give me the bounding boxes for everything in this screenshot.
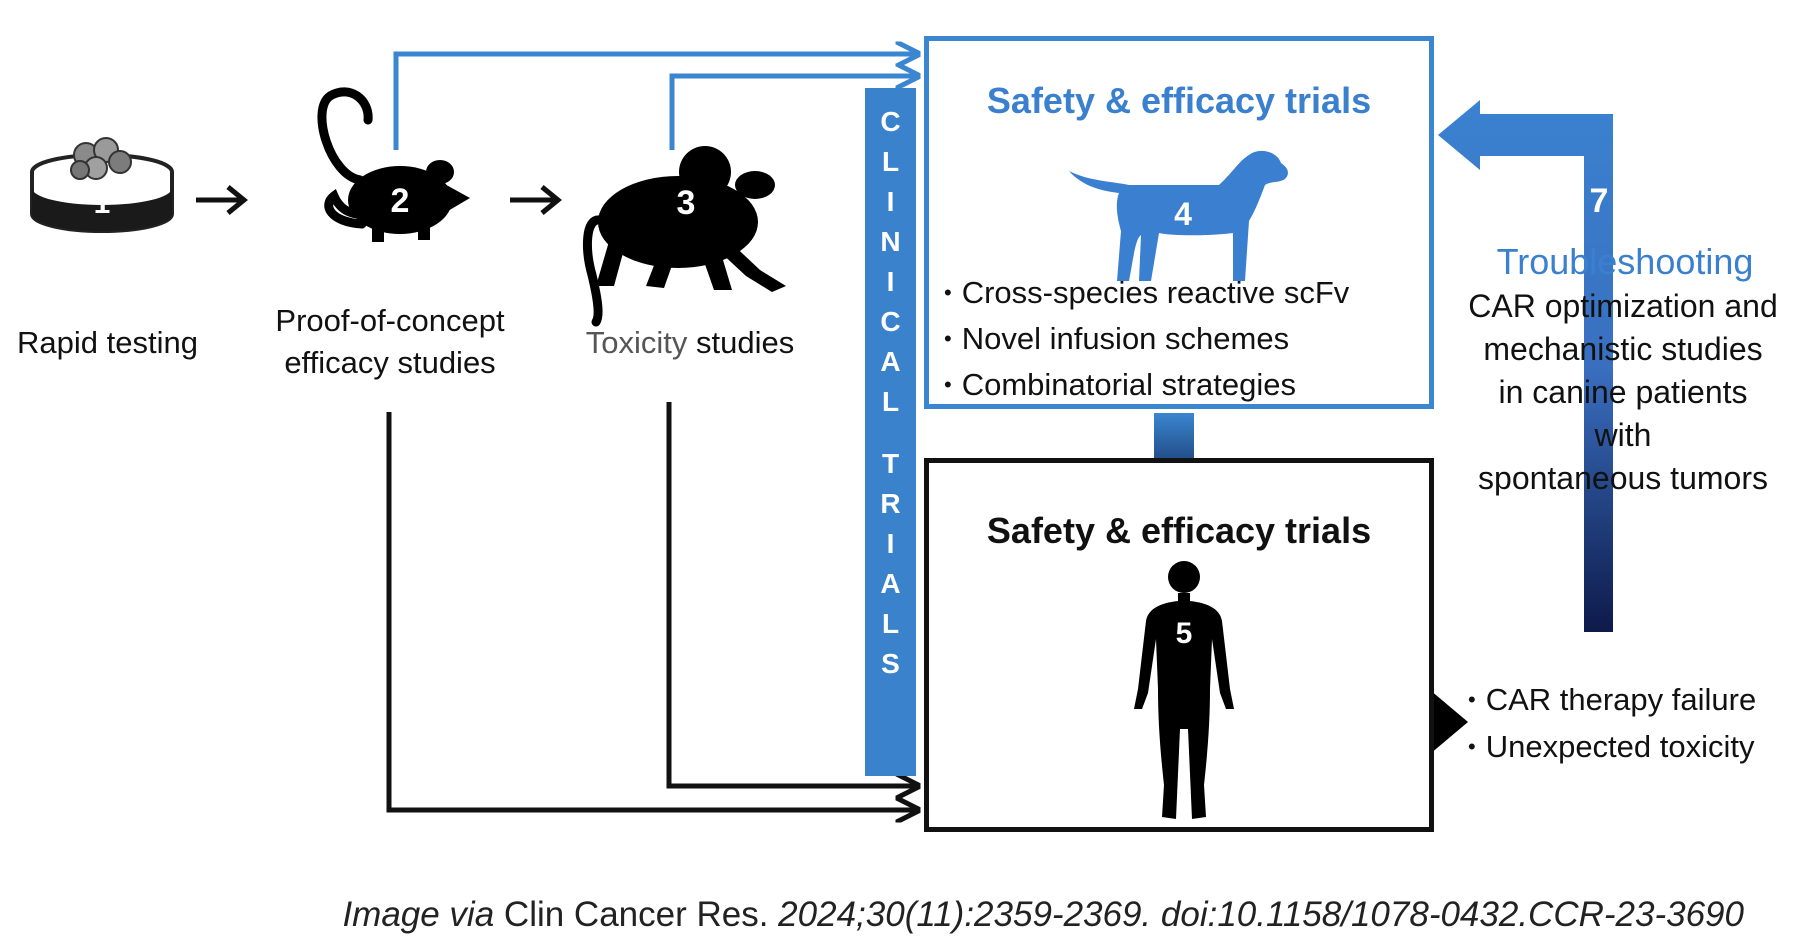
banner-letter: L	[881, 146, 900, 177]
banner-letter: I	[886, 266, 895, 297]
human-trials-box: Safety & efficacy trials 5	[924, 458, 1434, 832]
banner-letter: C	[880, 106, 901, 137]
monkey-icon	[583, 146, 786, 327]
mouse-icon	[317, 87, 470, 242]
banner-letter: T	[881, 448, 900, 479]
failure-outcome-2: Unexpected toxicity	[1468, 725, 1756, 772]
human-box-title: Safety & efficacy trials	[986, 510, 1372, 551]
troubleshooting-title: Troubleshooting	[1496, 241, 1754, 282]
banner-letter: R	[880, 488, 901, 519]
canine-trials-box: Safety & efficacy trials 4 Cross-species…	[924, 36, 1434, 409]
canine-box-title: Safety & efficacy trials	[986, 80, 1372, 121]
step1-label: Rapid testing	[17, 325, 198, 360]
banner-letter: N	[880, 226, 901, 257]
arrow-poc-to-canine	[393, 54, 918, 150]
banner-letter: L	[881, 386, 900, 417]
canine-bullet-3: Combinatorial strategies	[944, 363, 1349, 409]
banner-letter: L	[881, 608, 900, 639]
step-number-4: 4	[1174, 196, 1192, 232]
banner-letter: C	[880, 306, 901, 337]
step-number-3: 3	[677, 184, 696, 222]
step3-label-part1: Toxicity	[585, 325, 688, 360]
canine-bullet-2: Novel infusion schemes	[944, 317, 1349, 363]
dog-icon: 4	[1069, 150, 1288, 281]
arrow-step2-to-step3	[510, 185, 562, 215]
image-caption: Image via Clin Cancer Res. 2024;30(11):2…	[342, 895, 1744, 935]
caption-citation: 2024;30(11):2359-2369. doi:10.1158/1078-…	[778, 895, 1744, 934]
step7-badge: 7	[1590, 182, 1609, 220]
banner-letter: A	[880, 346, 901, 377]
arrow-feedback-7	[1438, 100, 1613, 632]
caption-prefix: Image via	[342, 895, 495, 934]
arrow-poc-to-human	[386, 412, 918, 810]
canine-bullet-1: Cross-species reactive scFv	[944, 271, 1350, 317]
arrow-tox-to-canine	[669, 76, 918, 150]
human-icon: 5	[1134, 561, 1234, 819]
petri-dish-icon	[30, 137, 174, 233]
failure-outcomes-list: CAR therapy failure Unexpected toxicity	[1468, 678, 1757, 772]
step-number-5: 5	[1176, 617, 1193, 650]
troubleshooting-body: CAR optimization and mechanistic studies…	[1468, 288, 1778, 496]
step-number-6: 6	[1405, 704, 1424, 742]
arrow-step1-to-step2	[196, 185, 248, 215]
canine-box-bullets: Cross-species reactive scFv Novel infusi…	[944, 271, 1350, 409]
step-number-7: 7	[1590, 182, 1609, 220]
failure-outcome-1: CAR therapy failure	[1468, 678, 1757, 725]
step-number-1: 1	[94, 187, 111, 220]
banner-letter: I	[886, 528, 895, 559]
step2-label-line1: Proof-of-concept	[275, 303, 505, 338]
step-number-2: 2	[391, 182, 410, 220]
step3-label: Toxicity studies	[560, 322, 820, 364]
step2-label: Proof-of-concept efficacy studies	[245, 300, 535, 384]
banner-letter: I	[886, 186, 895, 217]
step6-badge: 6	[1405, 704, 1424, 742]
banner-letter: S	[881, 648, 900, 679]
step2-label-line2: efficacy studies	[284, 345, 496, 380]
arrow-tox-to-human	[666, 402, 918, 786]
step3-label-part2: studies	[687, 325, 795, 360]
banner-letter: A	[880, 568, 901, 599]
caption-journal: Clin Cancer Res.	[494, 895, 779, 934]
